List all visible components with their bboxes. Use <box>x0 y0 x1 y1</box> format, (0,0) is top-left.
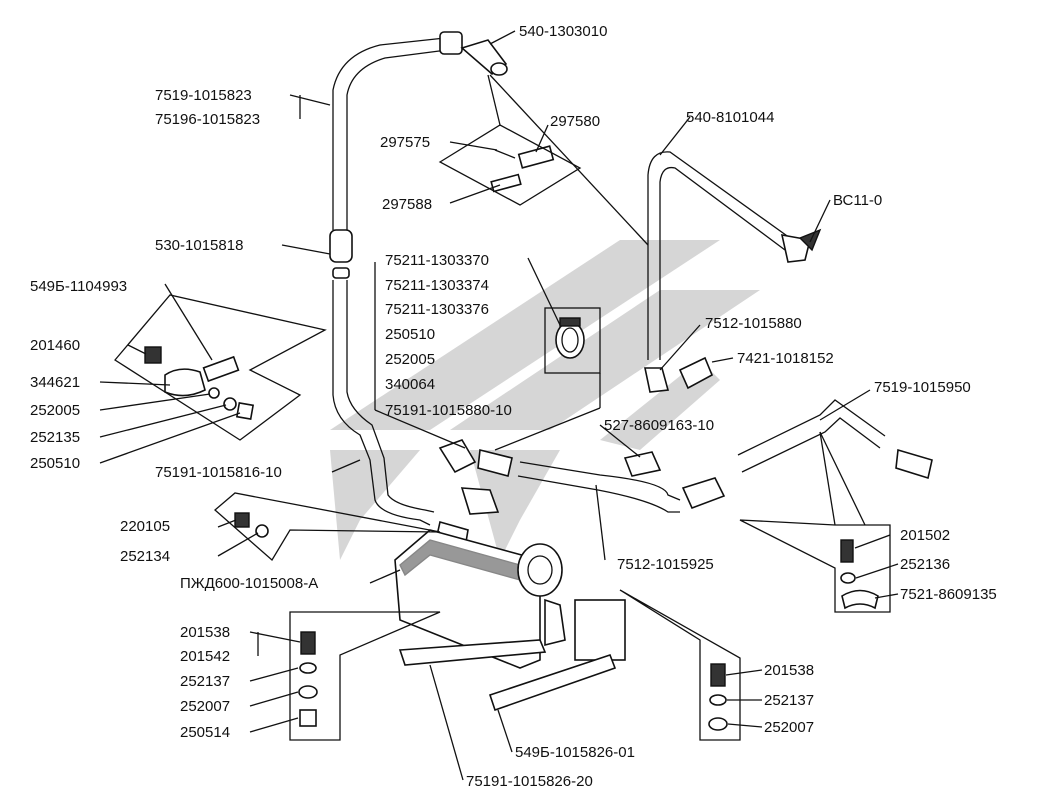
fasteners-bottom-left <box>298 631 318 727</box>
clamp-75211 <box>544 307 601 374</box>
label-252005-mid: 252005 <box>385 351 435 368</box>
label-7512-1015925: 7512-1015925 <box>617 556 714 573</box>
label-252134: 252134 <box>120 548 170 565</box>
label-297580: 297580 <box>550 113 600 130</box>
label-75191-1015816-10: 75191-1015816-10 <box>155 464 282 481</box>
pipe-7512-1015925 <box>517 461 726 513</box>
label-7521-8609135: 7521-8609135 <box>900 586 997 603</box>
label-75196-1015823: 75196-1015823 <box>155 111 260 128</box>
label-252007-left: 252007 <box>180 698 230 715</box>
label-201542: 201542 <box>180 648 230 665</box>
leader-lines <box>99 30 899 781</box>
label-201538-left: 201538 <box>180 624 230 641</box>
label-75211-1303376: 75211-1303376 <box>385 301 489 318</box>
bracket-kit-left <box>114 294 327 441</box>
label-344621: 344621 <box>30 374 80 391</box>
label-540-8101044: 540-8101044 <box>686 109 774 126</box>
label-549b-1015826-01: 549Б-1015826-01 <box>515 744 635 761</box>
pipe-540-8101044 <box>647 151 822 360</box>
label-75211-1303370: 75211-1303370 <box>385 252 489 269</box>
label-297575: 297575 <box>380 134 430 151</box>
label-7519-1015823: 7519-1015823 <box>155 87 252 104</box>
label-549b-1104993: 549Б-1104993 <box>30 278 127 295</box>
clip-kit <box>438 124 582 206</box>
label-250510-left: 250510 <box>30 455 80 472</box>
hose-lower-left <box>332 280 435 526</box>
label-252007-right: 252007 <box>764 719 814 736</box>
label-297588: 297588 <box>382 196 432 213</box>
label-pzhd600: ПЖД600-1015008-А <box>180 575 318 592</box>
label-75191-1015826-20: 75191-1015826-20 <box>466 773 593 790</box>
label-75191-1015880-10: 75191-1015880-10 <box>385 402 512 419</box>
label-252137-right: 252137 <box>764 692 814 709</box>
label-252137-left: 252137 <box>180 673 230 690</box>
label-252135: 252135 <box>30 429 80 446</box>
label-340064: 340064 <box>385 376 435 393</box>
label-530-1015818: 530-1015818 <box>155 237 243 254</box>
label-201460: 201460 <box>30 337 80 354</box>
label-220105: 220105 <box>120 518 170 535</box>
mount-brackets <box>289 589 741 741</box>
hose-upper-left <box>332 31 463 230</box>
part-labels: 540-1303010 7519-1015823 75196-1015823 2… <box>30 23 997 790</box>
mid-hoses <box>435 439 662 550</box>
elbow-7512-1015880 <box>644 356 714 393</box>
connector-530-1015818 <box>329 229 353 279</box>
label-201502: 201502 <box>900 527 950 544</box>
heater-pzhd600 <box>394 529 626 669</box>
fasteners-right <box>739 519 891 613</box>
hose-540-1303010 <box>460 39 508 76</box>
label-201538-right: 201538 <box>764 662 814 679</box>
pipe-7519-1015950 <box>737 399 933 480</box>
label-250510-mid: 250510 <box>385 326 435 343</box>
label-7519-1015950: 7519-1015950 <box>874 379 971 396</box>
fasteners-bottom-right <box>708 663 728 731</box>
label-7512-1015880: 7512-1015880 <box>705 315 802 332</box>
label-527-8609163-10: 527-8609163-10 <box>604 417 714 434</box>
label-bc11-0: ВС11-0 <box>833 192 882 209</box>
label-252005-left: 252005 <box>30 402 80 419</box>
label-250514: 250514 <box>180 724 230 741</box>
fasteners-220105 <box>214 492 441 562</box>
label-7421-1018152: 7421-1018152 <box>737 350 834 367</box>
label-252136: 252136 <box>900 556 950 573</box>
label-75211-1303374: 75211-1303374 <box>385 277 489 294</box>
label-540-1303010: 540-1303010 <box>519 23 607 40</box>
